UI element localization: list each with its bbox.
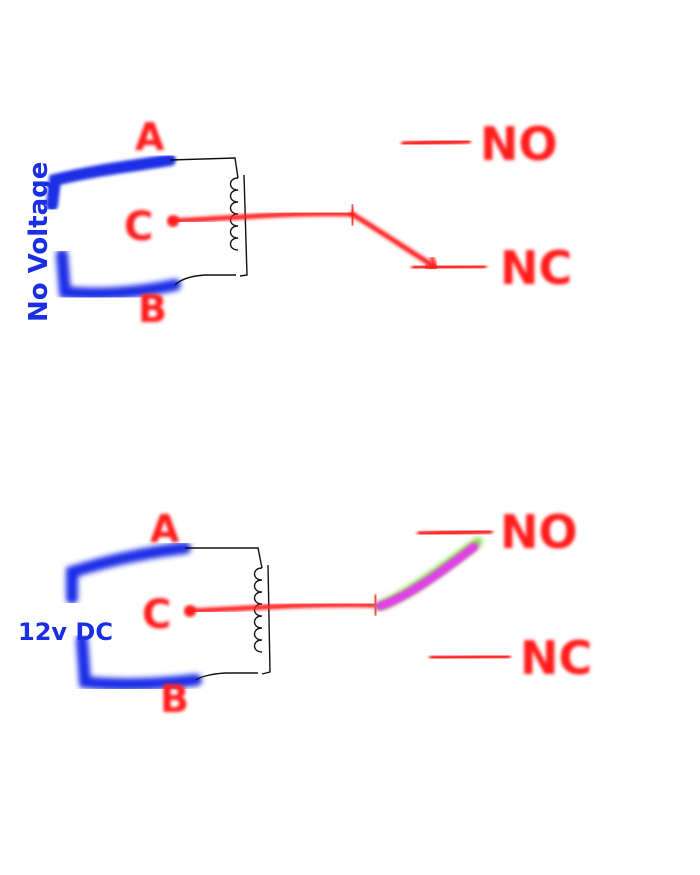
pivot-mark-bottom	[372, 593, 379, 617]
no-contact-line-bottom	[417, 528, 493, 537]
switch-arm-top	[349, 211, 435, 268]
relay-diagram-top: A C B NO NC No Voltage	[24, 115, 572, 331]
terminal-label-b-top: B	[138, 287, 167, 331]
relay-coil-bottom	[185, 547, 271, 681]
terminal-label-a-bottom: A	[150, 507, 180, 551]
coil-wire-b-top	[56, 249, 181, 300]
coil-wire-a-top	[46, 154, 176, 211]
contact-label-no-bottom: NO	[500, 505, 578, 559]
relay-diagram-bottom: A C B NO NC 12v DC	[18, 505, 592, 721]
nc-contact-line-top	[411, 263, 487, 271]
voltage-label-top: No Voltage	[24, 162, 54, 322]
common-wire-top	[170, 211, 355, 224]
no-contact-line-top	[401, 138, 471, 147]
terminal-label-c-top: C	[124, 204, 153, 250]
contact-label-nc-bottom: NC	[520, 631, 592, 685]
relay-coil-top	[169, 157, 248, 286]
coil-wire-a-bottom	[66, 542, 191, 604]
terminal-label-b-bottom: B	[160, 677, 189, 721]
nc-contact-line-bottom	[429, 653, 511, 661]
common-wire-bottom	[187, 602, 379, 614]
terminal-label-c-bottom: C	[142, 592, 171, 638]
switch-arm-bottom	[375, 542, 479, 611]
contact-label-nc-top: NC	[500, 241, 572, 295]
terminal-label-a-top: A	[135, 115, 165, 159]
voltage-label-bottom: 12v DC	[18, 618, 113, 646]
contact-label-no-top: NO	[480, 117, 558, 171]
coil-wire-b-bottom	[76, 634, 202, 691]
